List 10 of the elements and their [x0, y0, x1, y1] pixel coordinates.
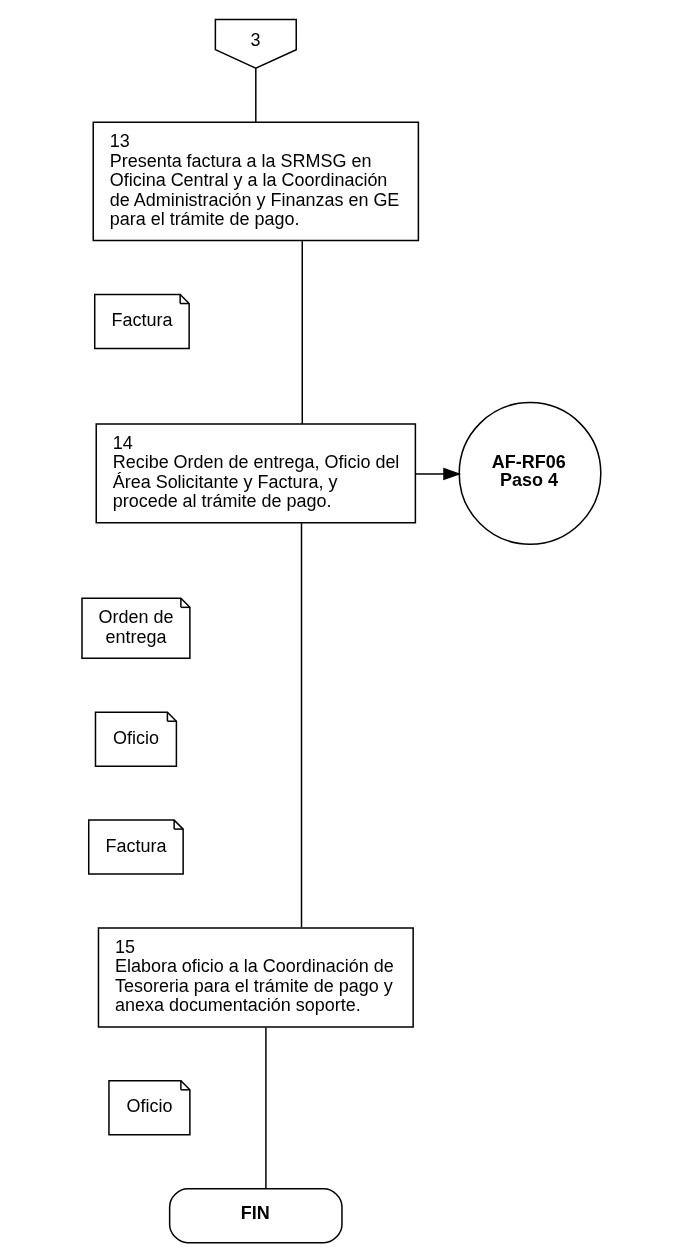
arrow: [414, 467, 461, 481]
connector: [301, 240, 303, 425]
node-box: 14 Recibe Orden de entrega, Oficio del Área Solicitante y Factura, y procede al trámite de pago.: [95, 423, 416, 524]
node-box: FIN: [168, 1187, 343, 1244]
connector: [254, 67, 257, 123]
connector: [264, 1026, 267, 1189]
node-circle: AF-RF06 Paso 4: [457, 401, 602, 545]
connector: [300, 522, 302, 929]
node-box: 15 Elabora oficio a la Coordinación de Tesoreria para el trámite de pago y anexa documentación soporte.: [97, 927, 414, 1028]
node-box: 13 Presenta factura a la SRMSG en Oficina Central y a la Coordinación de Administración y Finanzas en GE para el trámite de pago.: [92, 121, 419, 242]
